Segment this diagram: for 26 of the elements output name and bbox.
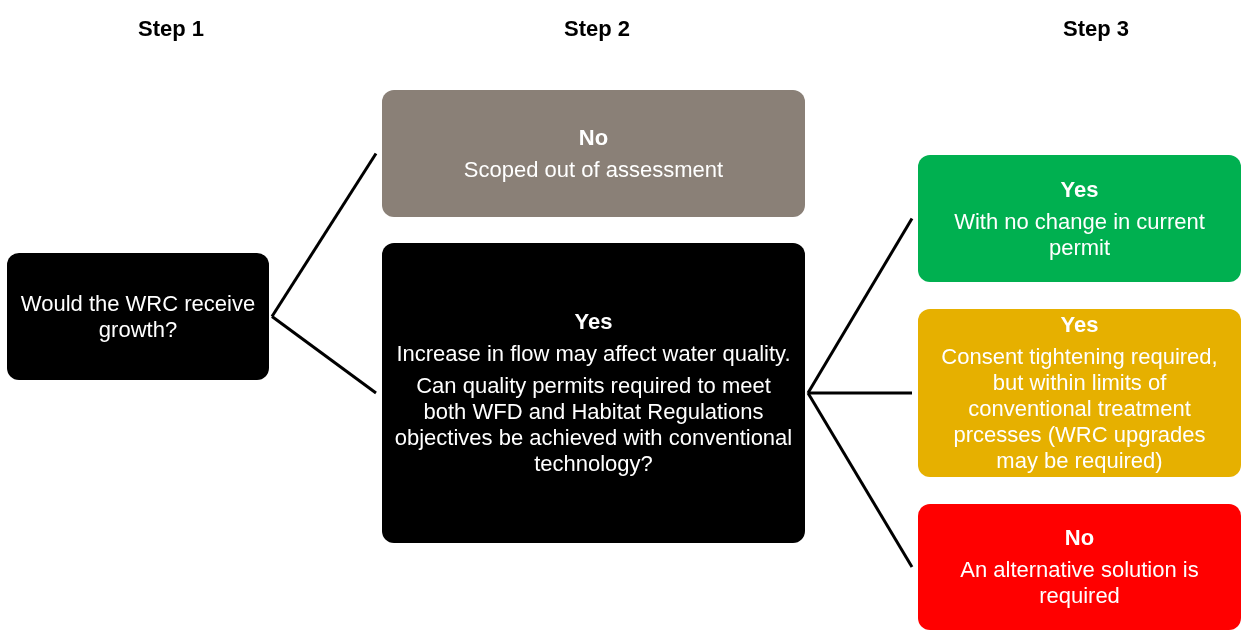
box-text: An alternative solution is required	[959, 557, 1200, 609]
question-box	[7, 253, 269, 380]
connector-line	[270, 152, 378, 318]
outcome-box	[918, 504, 1241, 630]
answer-heading: Yes	[574, 309, 613, 335]
outcome-box	[918, 155, 1241, 282]
box-text: Scoped out of assessment	[463, 156, 724, 183]
answer-heading: Yes	[1060, 176, 1099, 203]
connector-line	[806, 392, 914, 568]
connector-line	[806, 217, 914, 394]
answer-heading: No	[1064, 525, 1095, 551]
box-text: Increase in flow may affect water quality.	[396, 341, 791, 367]
step-heading: Step 3	[1063, 15, 1129, 43]
question-box	[382, 243, 805, 543]
answer-heading: Yes	[1060, 312, 1099, 338]
outcome-box	[382, 90, 805, 217]
answer-heading: No	[578, 124, 609, 151]
box-text: With no change in current permit	[953, 208, 1206, 261]
step-heading: Step 2	[564, 15, 630, 43]
box-text: Can quality permits required to meet both WFD and Habitat Regulations objectives be achieved with conventional technology?	[394, 373, 793, 477]
step-heading: Step 1	[138, 15, 204, 43]
connector-line	[808, 391, 912, 395]
outcome-box	[918, 309, 1241, 477]
box-text: Consent tightening required, but within limits of conventional treatment prcesses (WRC upgrades may be required)	[940, 344, 1219, 474]
connector-line	[271, 315, 377, 395]
box-text: Would the WRC receive growth?	[19, 290, 257, 343]
